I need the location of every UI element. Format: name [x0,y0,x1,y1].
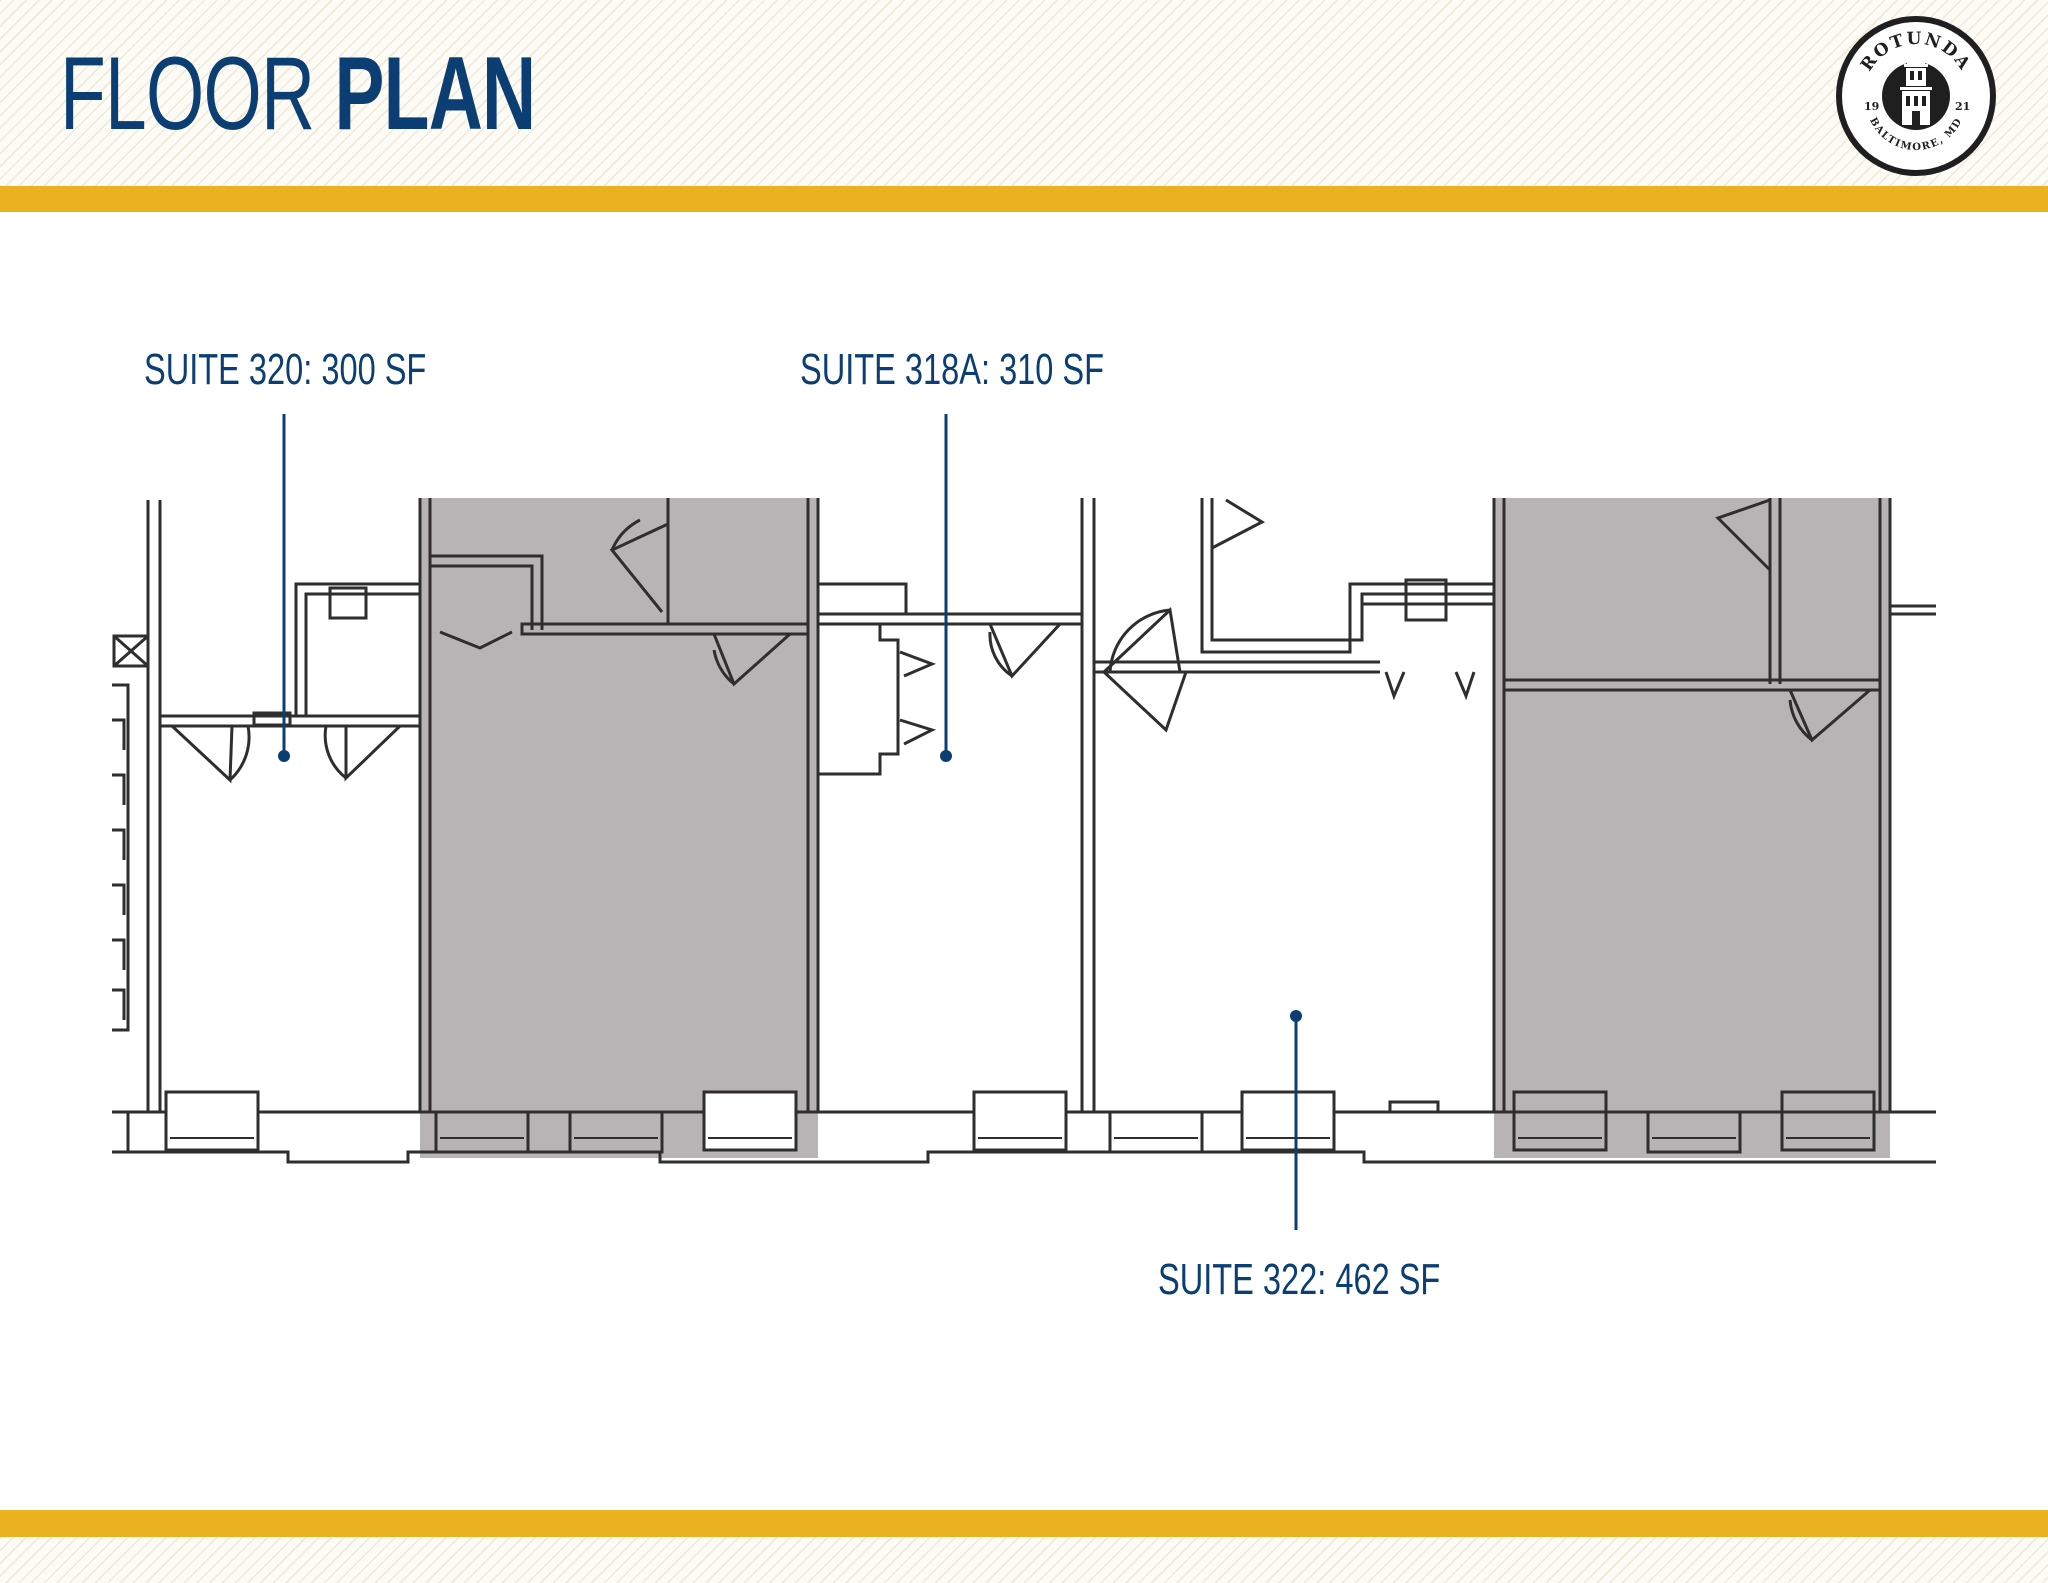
suite-320-marker [278,750,290,762]
logo-year-left: 19 [1864,100,1879,113]
header-band [0,0,2048,186]
unavailable-suite-a [420,498,818,1158]
suite-322-marker [1290,1010,1302,1022]
page-title: FLOOR PLAN [60,42,536,146]
suite-320-label: SUITE 320: 300 SF [144,345,427,394]
windows [164,1090,1876,1154]
header-gold-stripe [0,186,2048,212]
footer-band [0,1537,2048,1583]
rotunda-logo: ROTUNDA BALTIMORE, MD 19 21 [1836,16,1996,176]
logo-year-right: 21 [1955,100,1970,113]
footer-gold-stripe [0,1510,2048,1537]
callout-leaders [282,414,1298,1230]
title-floor: FLOOR [60,36,315,152]
suite-322-label: SUITE 322: 462 SF [1158,1255,1441,1304]
title-plan: PLAN [334,36,536,152]
suite-318a-marker [940,750,952,762]
unavailable-suite-b [1494,498,1890,1158]
suite-318a-label: SUITE 318A: 310 SF [800,345,1105,394]
walls [112,498,1936,1164]
